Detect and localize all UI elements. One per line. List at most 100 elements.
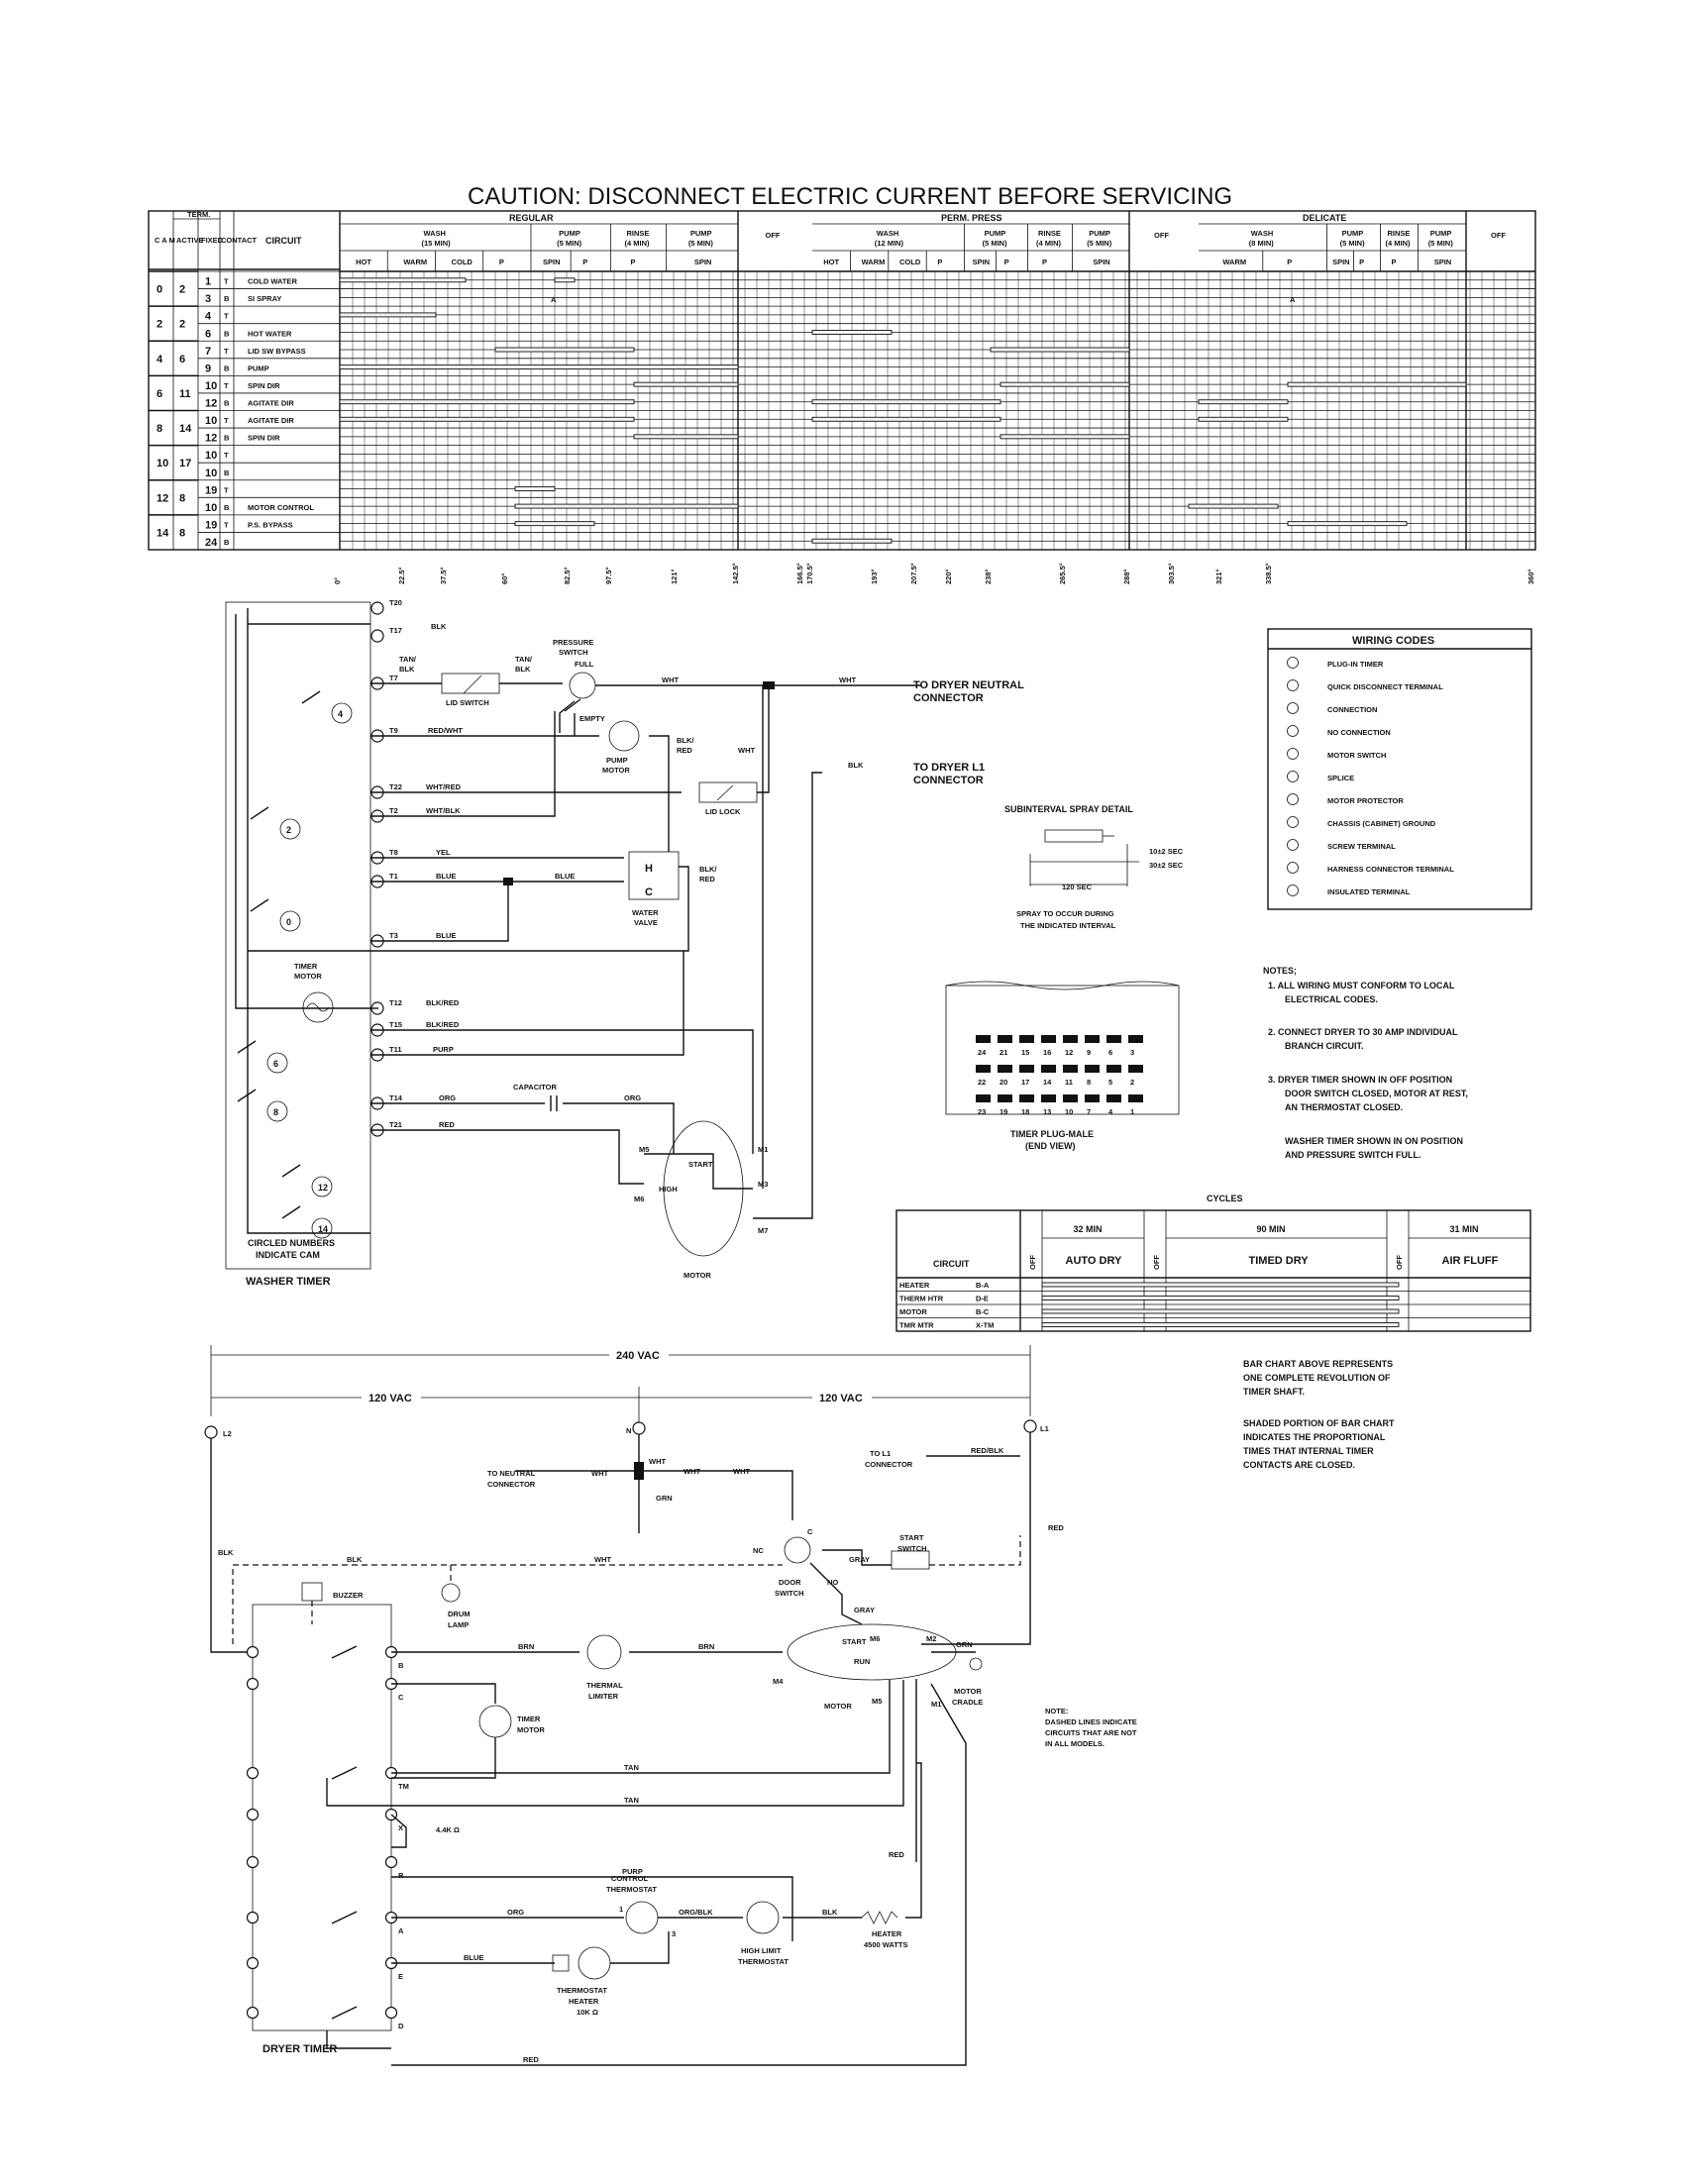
wire-tan-blk-2: TAN/ — [515, 655, 533, 664]
motor-terminal-m5: M5 — [639, 1145, 649, 1154]
col-label: P — [937, 258, 942, 266]
degree-label: 265.5° — [1058, 563, 1067, 584]
wire-grn-m: GRN — [956, 1640, 973, 1649]
dryer-circuit-label: CIRCUIT — [933, 1259, 970, 1269]
to-dryer-neutral-1: TO DRYER NEUTRAL — [913, 679, 1024, 691]
dryer-contact: B-A — [976, 1281, 990, 1290]
col-label: COLD — [899, 258, 921, 266]
wire-tan-1: TAN — [624, 1763, 639, 1772]
wire-blk-heater: BLK — [822, 1908, 838, 1917]
plug-pin — [976, 1065, 991, 1073]
spray-t2: 30±2 SEC — [1149, 861, 1184, 870]
plug-pin — [1041, 1065, 1056, 1073]
contact-letter: B — [224, 434, 230, 443]
plug-pin-number: 6 — [1108, 1048, 1112, 1057]
sub-label: PUMP — [690, 229, 712, 238]
cam-number: 2 — [157, 319, 162, 331]
degree-label: 207.5° — [909, 563, 918, 584]
dryer-term-left — [246, 2006, 260, 2020]
start-label: START — [688, 1160, 713, 1169]
water-valve-label-2: VALVE — [634, 918, 658, 927]
cam-header: C A M — [155, 236, 175, 245]
plug-pin — [998, 1065, 1012, 1073]
contact-bar — [339, 277, 467, 283]
timer-motor-1: TIMER — [517, 1715, 541, 1723]
cam-circle — [266, 1052, 288, 1074]
cam-circle — [311, 1176, 333, 1197]
cam-circle — [279, 818, 301, 840]
dryer-term-label: E — [398, 1972, 403, 1981]
col-label: HOT — [823, 258, 839, 266]
plug-pin — [1128, 1065, 1143, 1073]
plug-pin — [1085, 1065, 1100, 1073]
circuit-name: AGITATE DIR — [248, 399, 294, 408]
therm-heater-2: HEATER — [569, 1997, 599, 2006]
notes: NOTES; 1. ALL WIRING MUST CONFORM TO LOC… — [1263, 966, 1468, 1160]
note-line: 3. DRYER TIMER SHOWN IN OFF POSITION — [1268, 1075, 1452, 1085]
plug-pin — [1063, 1094, 1078, 1102]
thermal-limiter-2: LIMITER — [588, 1692, 619, 1701]
active-number: 6 — [179, 354, 185, 365]
contact-bar — [514, 503, 739, 509]
plug-pin — [976, 1094, 991, 1102]
sub-time: (5 MIN) — [557, 239, 582, 248]
contact-bar — [1287, 381, 1467, 387]
l2-label: L2 — [223, 1429, 232, 1438]
to-neutral-1: TO NEUTRAL — [487, 1469, 536, 1478]
contact-letter: B — [224, 364, 230, 372]
plug-pin — [998, 1094, 1012, 1102]
circuit-name: HOT WATER — [248, 329, 292, 338]
motor-terminal-m6: M6 — [634, 1195, 644, 1203]
col-label: P — [1359, 258, 1364, 266]
active-number: 8 — [179, 492, 185, 504]
thermal-limiter-1: THERMAL — [586, 1681, 623, 1690]
col-label: P — [1287, 258, 1292, 266]
contact-letter: T — [224, 485, 229, 494]
dryer-timer-switch — [331, 1766, 358, 1780]
cam-circle — [331, 702, 353, 724]
fixed-number: 10 — [205, 415, 217, 427]
dryer-term-label: B — [398, 1661, 404, 1670]
washer-timer-label: WASHER TIMER — [246, 1276, 331, 1288]
wire-yel: YEL — [436, 848, 451, 857]
fixed-number: 10 — [205, 468, 217, 479]
wire-brn-1: BRN — [518, 1642, 534, 1651]
dryer-term-left — [246, 1808, 260, 1821]
plug-pin — [976, 1035, 991, 1043]
pump-motor-label: PUMP — [606, 756, 628, 765]
cam-number: 12 — [157, 492, 168, 504]
wiring-code-symbol — [1287, 679, 1299, 691]
therm-heater-3: 10K Ω — [577, 2008, 598, 2017]
degree-label: 303.5° — [1167, 563, 1176, 584]
wire-org-2: ORG — [624, 1093, 641, 1102]
col-label: WARM — [403, 258, 427, 266]
circuit-name: PUMP — [248, 364, 269, 372]
degree-label: 288° — [1122, 569, 1131, 584]
switch-no: NO — [827, 1578, 838, 1587]
degree-label: 0° — [333, 577, 342, 584]
motor-terminal-m7: M7 — [758, 1226, 768, 1235]
buzzer-label: BUZZER — [333, 1591, 364, 1600]
wire-blk-l2: BLK — [218, 1548, 234, 1557]
active-header: ACTIVE — [176, 236, 204, 245]
wiring-code-symbol — [1287, 839, 1299, 851]
terminal-label: T9 — [389, 726, 398, 735]
col-label: P — [1042, 258, 1047, 266]
to-dryer-neutral-2: CONNECTOR — [913, 692, 984, 704]
contact-bar — [633, 434, 739, 440]
dryer-term-label: R — [398, 1871, 404, 1880]
wire-tan-blk-1: TAN/ — [399, 655, 417, 664]
degree-label: 22.5° — [397, 567, 406, 584]
contact-bar — [811, 330, 893, 335]
pump-motor-label-2: MOTOR — [602, 766, 630, 775]
spray-caption-1: SPRAY TO OCCUR DURING — [1016, 909, 1114, 918]
col-label: SPIN — [1332, 258, 1350, 266]
wire-wht-n3: WHT — [733, 1467, 750, 1476]
circled-numbers-note-2: INDICATE CAM — [256, 1250, 320, 1260]
empty-label: EMPTY — [579, 714, 605, 723]
contact-letter: T — [224, 520, 229, 529]
contact-bar — [811, 416, 1001, 422]
wire-wht-n: WHT — [649, 1457, 666, 1466]
degree-label: 37.5° — [439, 567, 448, 584]
